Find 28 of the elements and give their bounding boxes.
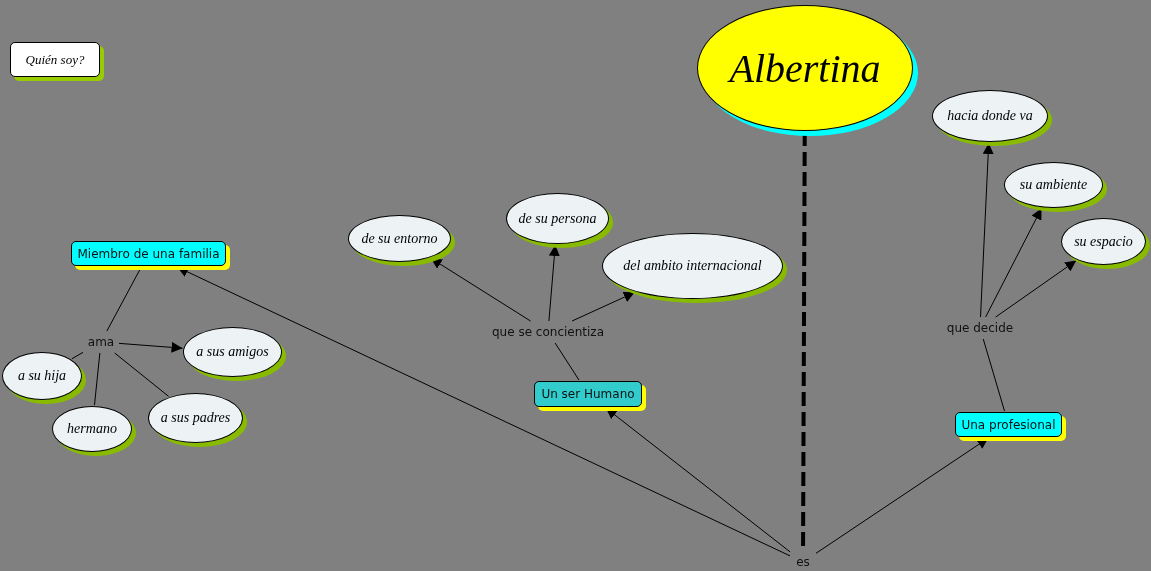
concept-label: hacia donde va [947, 108, 1033, 124]
arrow [571, 291, 636, 322]
concept-label: Miembro de una familia [77, 246, 220, 261]
title-text: Albertina [729, 44, 881, 92]
connector-line [982, 338, 1005, 412]
concept-label: a sus amigos [196, 344, 269, 360]
connector-line [114, 352, 170, 397]
linking-phrase: es [796, 555, 810, 569]
concept-label: hermano [67, 421, 117, 437]
connector-line [554, 342, 580, 381]
concept-label: su espacio [1074, 233, 1133, 250]
arrow [118, 341, 184, 353]
arrow [995, 260, 1077, 318]
arrow [430, 257, 532, 322]
linking-phrase: ama [87, 335, 115, 349]
connector-line [71, 351, 84, 360]
concept-label: Un ser Humano [541, 387, 635, 401]
concept-label: a sus padres [160, 410, 231, 426]
concept-label: Quién soy? [25, 51, 85, 68]
concept-label: del ambito internacional [623, 258, 762, 274]
concept-label: Una profesional [961, 417, 1056, 432]
concept-label: de su entorno [361, 230, 438, 247]
linking-phrase: que decide [946, 321, 1014, 335]
concept-label: de su persona [518, 210, 597, 227]
concept-label: a su hija [17, 368, 67, 384]
concept-label: su ambiente [1019, 177, 1088, 193]
connector-line [94, 352, 101, 406]
linking-phrase: que se concientiza [492, 325, 604, 339]
